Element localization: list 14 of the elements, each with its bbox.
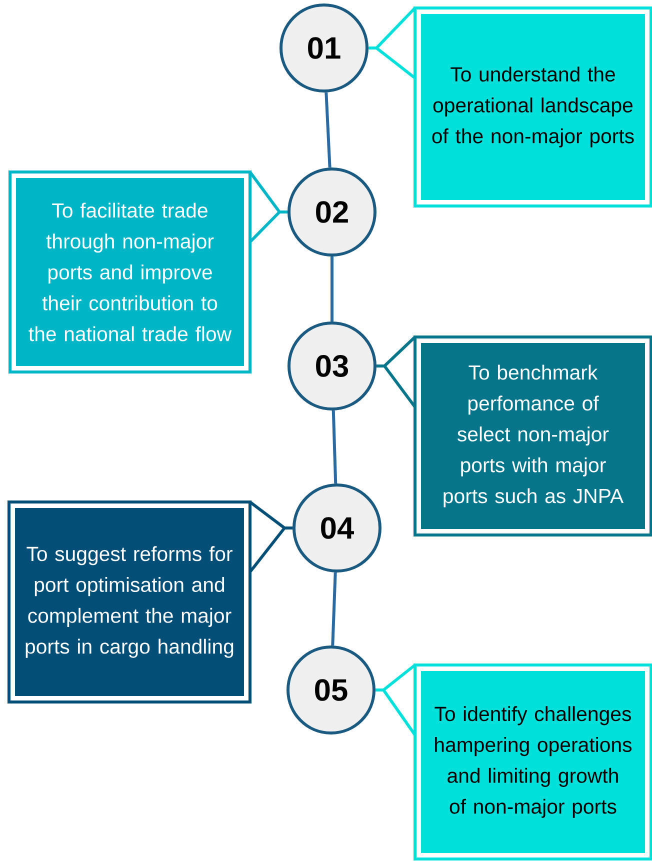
callout-pointer — [248, 500, 294, 574]
callout-pointer — [375, 336, 416, 408]
callout-pointer — [248, 170, 289, 244]
text-box: To benchmark perfomance of select non-major ports with major ports such as JNPA — [414, 336, 652, 536]
connector-line — [324, 92, 332, 168]
text-box: To understand the operational landscape of the non-major ports — [414, 6, 652, 208]
connector-line — [331, 572, 337, 646]
text-box: To facilitate trade through non-major ports and improve their contribution to the national trade flow — [8, 170, 252, 374]
connector-line — [330, 256, 334, 322]
callout-pointer — [367, 6, 416, 80]
text-box: To suggest reforms for port optimisation and complement the major ports in cargo handling — [8, 500, 252, 704]
callout-pointer — [374, 664, 416, 736]
text-box: To identify challenges hampering operations and limiting growth of non-major ports — [414, 664, 652, 860]
connector-line — [332, 410, 338, 484]
